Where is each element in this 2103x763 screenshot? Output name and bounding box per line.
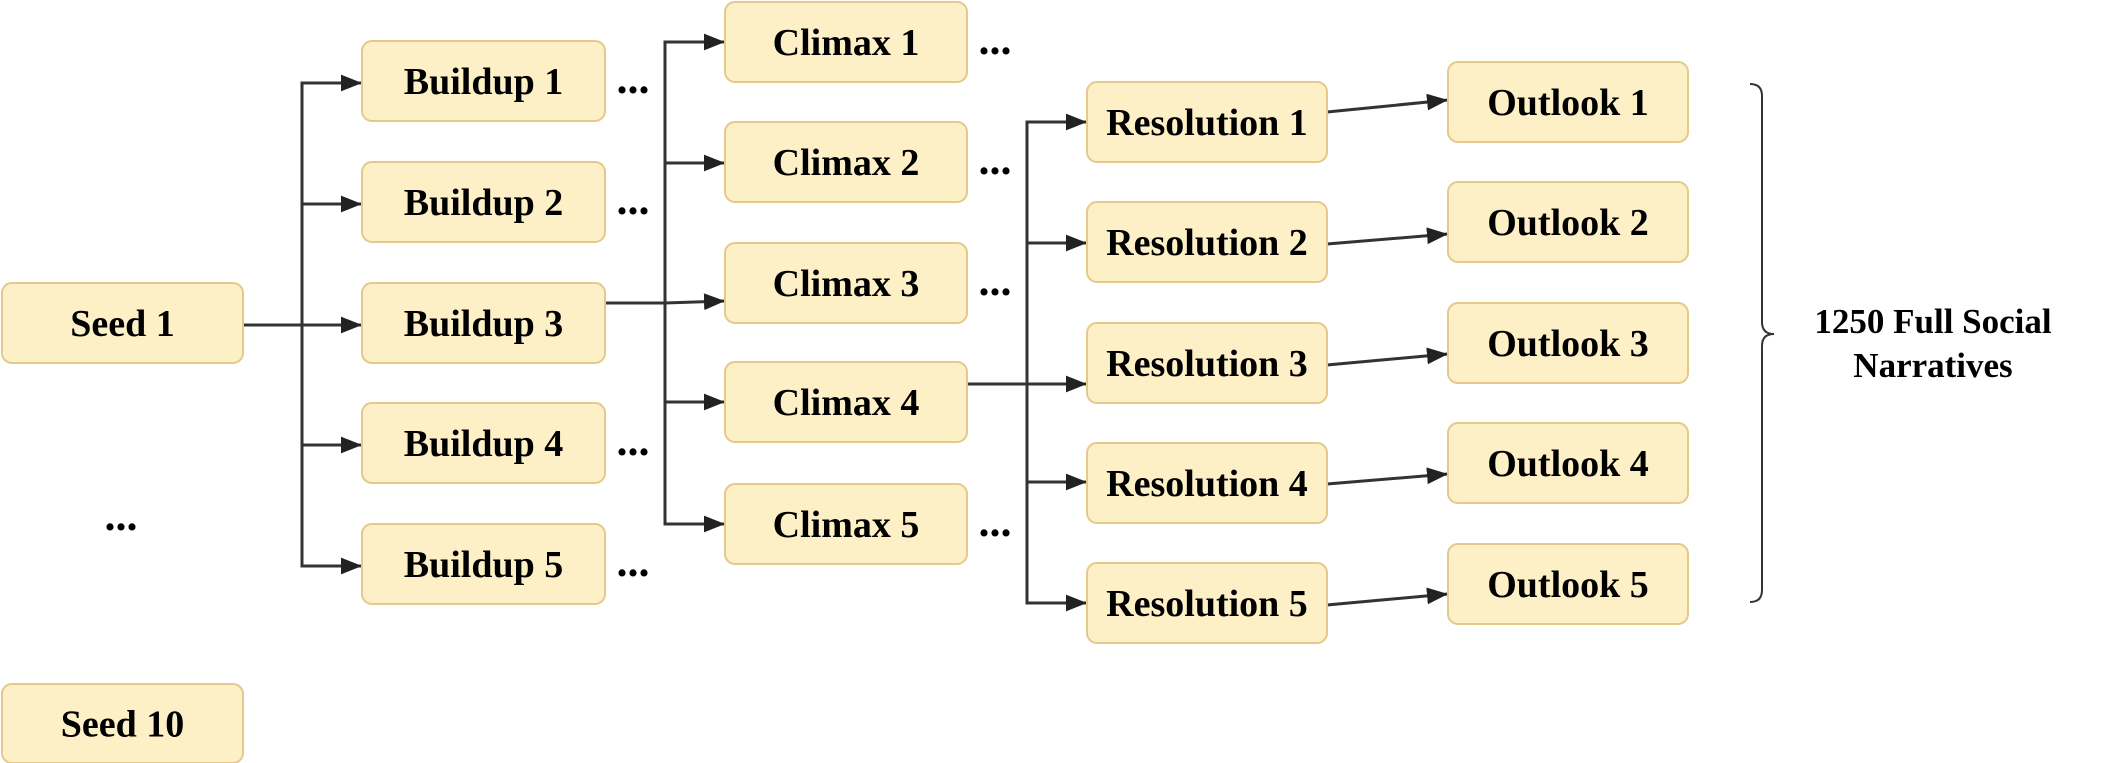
node-resolution-4: Resolution 4 (1086, 442, 1328, 524)
node-outlook-2-box (1447, 181, 1689, 263)
edge-resolution-to-outlook-4 (1326, 467, 1449, 486)
node-buildup-2-label: Buildup 2 (404, 182, 564, 224)
seed-ellipsis: ... (105, 491, 138, 540)
edge-resolution-to-outlook-2 (1326, 227, 1449, 246)
node-climax-1-box (724, 1, 968, 83)
node-resolution-2-label: Resolution 2 (1106, 222, 1308, 264)
edge-buildup-to-climax-1 (605, 33, 725, 305)
buildup-ellipsis-4: ... (617, 537, 650, 586)
node-buildup-4: Buildup 4 (361, 402, 606, 484)
node-climax-2: Climax 2 (724, 121, 968, 203)
node-buildup-1-box (361, 40, 606, 122)
node-resolution-1-label: Resolution 1 (1106, 102, 1308, 144)
node-buildup-3-label: Buildup 3 (404, 303, 564, 345)
node-buildup-4-box (361, 402, 606, 484)
node-outlook-1-box (1447, 61, 1689, 143)
summary-line-1: 1250 Full Social (1814, 302, 2052, 341)
node-climax-3-box (724, 242, 968, 324)
node-climax-4-label: Climax 4 (773, 382, 920, 424)
climax-ellipsis-3: ... (979, 256, 1012, 305)
climax-ellipsis-2: ... (979, 135, 1012, 184)
node-resolution-4-label: Resolution 4 (1106, 463, 1308, 505)
node-buildup-2: Buildup 2 (361, 161, 606, 243)
edge-climax-to-resolution-1 (967, 113, 1087, 386)
node-buildup-1: Buildup 1 (361, 40, 606, 122)
node-outlook-4: Outlook 4 (1447, 422, 1689, 504)
node-climax-2-label: Climax 2 (773, 142, 920, 184)
node-resolution-1-box (1086, 81, 1328, 163)
climax-ellipsis-1: ... (979, 15, 1012, 64)
edge-buildup-to-climax-5 (663, 303, 725, 533)
node-outlook-4-box (1447, 422, 1689, 504)
node-climax-3: Climax 3 (724, 242, 968, 324)
node-outlook-3-label: Outlook 3 (1487, 323, 1649, 365)
node-outlook-1: Outlook 1 (1447, 61, 1689, 143)
node-resolution-1: Resolution 1 (1086, 81, 1328, 163)
node-seed-1-box (1, 282, 244, 364)
node-outlook-4-label: Outlook 4 (1487, 443, 1649, 485)
node-resolution-3-box (1086, 322, 1328, 404)
edge-climax-to-resolution-5 (1025, 384, 1087, 612)
node-resolution-3: Resolution 3 (1086, 322, 1328, 404)
node-resolution-2-box (1086, 201, 1328, 283)
node-climax-4-box (724, 361, 968, 443)
node-buildup-3-box (361, 282, 606, 364)
edge-resolution-to-outlook-1 (1326, 93, 1449, 114)
node-buildup-5-label: Buildup 5 (404, 544, 564, 586)
ellipses: ........................... (105, 15, 1012, 586)
right-brace (1749, 83, 1775, 603)
node-climax-4: Climax 4 (724, 361, 968, 443)
node-outlook-2-label: Outlook 2 (1487, 202, 1649, 244)
edge-resolution-to-outlook-3 (1326, 347, 1449, 367)
node-seed-10-box (1, 683, 244, 763)
node-outlook-5: Outlook 5 (1447, 543, 1689, 625)
node-resolution-2: Resolution 2 (1086, 201, 1328, 283)
node-resolution-5: Resolution 5 (1086, 562, 1328, 644)
node-seed-10: Seed 10 (1, 683, 244, 763)
node-seed-1: Seed 1 (1, 282, 244, 364)
node-outlook-3: Outlook 3 (1447, 302, 1689, 384)
node-seed-1-label: Seed 1 (70, 303, 175, 345)
buildup-ellipsis-1: ... (617, 54, 650, 103)
node-climax-2-box (724, 121, 968, 203)
climax-ellipsis-4: ... (979, 497, 1012, 546)
edge-seed-to-buildup-5 (300, 325, 362, 575)
nodes: Seed 1 Seed 10 Buildup 1 Buildup 2 Buildup 3… (1, 1, 1689, 763)
node-climax-1-label: Climax 1 (773, 22, 920, 64)
node-resolution-5-label: Resolution 5 (1106, 583, 1308, 625)
node-climax-1: Climax 1 (724, 1, 968, 83)
node-outlook-5-box (1447, 543, 1689, 625)
node-climax-5: Climax 5 (724, 483, 968, 565)
buildup-ellipsis-3: ... (617, 416, 650, 465)
node-buildup-5-box (361, 523, 606, 605)
node-resolution-5-box (1086, 562, 1328, 644)
edge-buildup-to-climax-3 (664, 293, 726, 311)
buildup-ellipsis-2: ... (617, 175, 650, 224)
edges (243, 33, 1449, 612)
edge-resolution-to-outlook-5 (1326, 587, 1449, 607)
node-climax-5-label: Climax 5 (773, 504, 920, 546)
node-climax-5-box (724, 483, 968, 565)
summary-line-2: Narratives (1853, 346, 2012, 385)
node-resolution-3-label: Resolution 3 (1106, 343, 1308, 385)
node-seed-10-label: Seed 10 (61, 704, 185, 746)
node-outlook-3-box (1447, 302, 1689, 384)
node-buildup-3: Buildup 3 (361, 282, 606, 364)
node-resolution-4-box (1086, 442, 1328, 524)
node-outlook-1-label: Outlook 1 (1487, 82, 1649, 124)
node-buildup-1-label: Buildup 1 (404, 61, 564, 103)
node-buildup-2-box (361, 161, 606, 243)
node-buildup-5: Buildup 5 (361, 523, 606, 605)
node-outlook-2: Outlook 2 (1447, 181, 1689, 263)
node-outlook-5-label: Outlook 5 (1487, 564, 1649, 606)
node-climax-3-label: Climax 3 (773, 263, 920, 305)
node-buildup-4-label: Buildup 4 (404, 423, 564, 465)
